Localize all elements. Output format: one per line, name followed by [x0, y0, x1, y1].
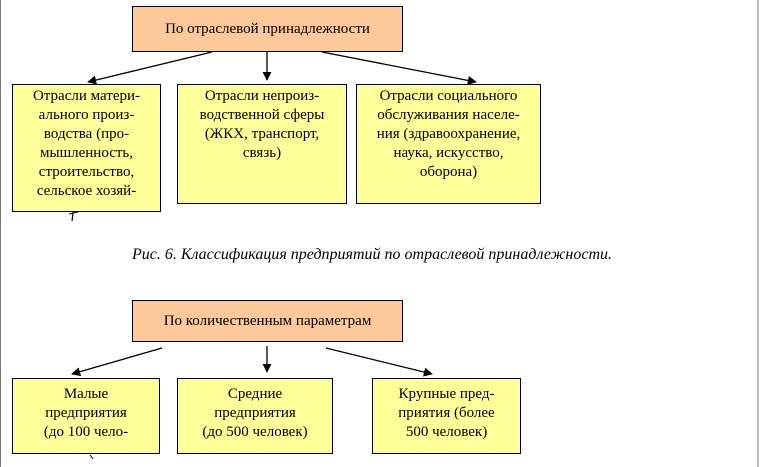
left-frame-border	[0, 0, 1, 467]
node-label: Средние предприятия (до 500 человек)	[202, 386, 308, 440]
node-small-enterprises: Малые предприятия (до 100 чело-	[12, 378, 160, 454]
node-material-production: Отрасли матери- ального произ- водства (…	[12, 84, 161, 212]
arrow-root2-to-left	[71, 347, 163, 377]
node-social-services: Отрасли социального обслуживания населе-…	[356, 84, 541, 204]
node-label: Малые предприятия (до 100 чело-	[43, 386, 129, 440]
arrow-root1-to-right	[321, 51, 477, 85]
arrow-root1-to-left	[87, 51, 213, 85]
cursor-mark-tick	[68, 211, 79, 215]
root-node-industry-affiliation: По отраслевой принадлежности	[132, 6, 403, 52]
root-node-label: По отраслевой принадлежности	[165, 20, 370, 37]
cursor-mark-2	[89, 454, 94, 460]
node-label: Крупные пред- приятия (более 500 человек…	[398, 386, 495, 440]
node-medium-enterprises: Средние предприятия (до 500 человек)	[177, 378, 333, 454]
node-large-enterprises: Крупные пред- приятия (более 500 человек…	[372, 378, 521, 454]
node-label: Отрасли непроиз- водственной сферы (ЖКХ,…	[199, 88, 325, 161]
right-frame-border	[757, 0, 759, 467]
node-label: Отрасли социального обслуживания населе-…	[376, 88, 521, 180]
arrow-root2-to-right	[325, 347, 433, 377]
node-label: Отрасли матери- ального произ- водства (…	[32, 88, 141, 199]
node-non-production: Отрасли непроиз- водственной сферы (ЖКХ,…	[177, 84, 347, 204]
figure-caption: Рис. 6. Классификация предприятий по отр…	[132, 246, 612, 263]
root-node-label: По количественным параметрам	[163, 312, 372, 329]
root-node-quantitative-parameters: По количественным параметрам	[132, 300, 403, 342]
